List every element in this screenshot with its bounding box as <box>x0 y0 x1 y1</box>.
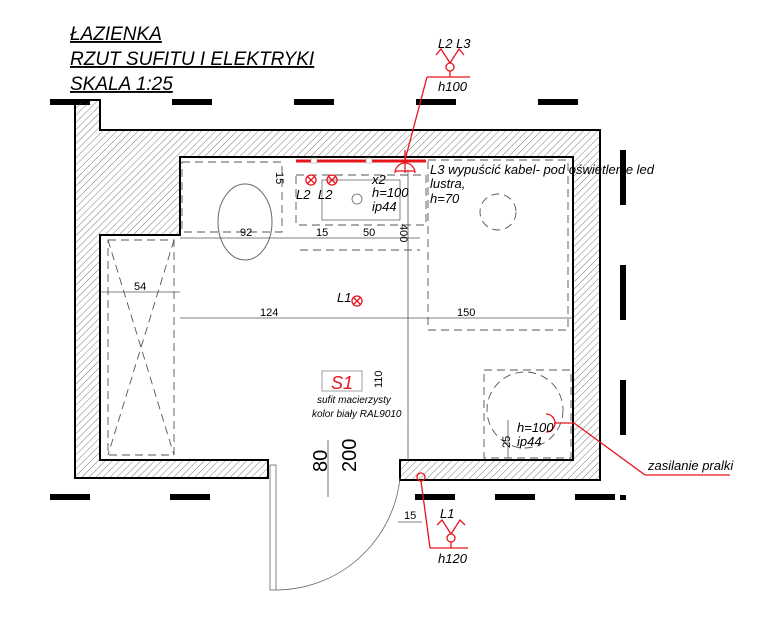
dim-200: 200 <box>339 439 361 472</box>
switch-bottom-height: h120 <box>438 551 468 566</box>
dimension-labels: 15 92 15 50 400 54 124 150 110 80 200 25… <box>134 172 513 522</box>
light-l2b-icon <box>326 174 338 186</box>
switch-top-icon <box>404 47 470 161</box>
sink-outlet-count: x2 <box>371 172 387 187</box>
sink-cabinet <box>295 174 427 251</box>
title-plan: RZUT SUFITU I ELEKTRYKI <box>70 49 315 70</box>
title-scale: SKALA 1:25 <box>70 74 173 95</box>
dim-124: 124 <box>260 307 278 319</box>
label-l1: L1 <box>337 290 351 305</box>
dim-400: 400 <box>397 224 409 242</box>
l3-note-line3: h=70 <box>430 191 460 206</box>
shower <box>107 239 175 456</box>
switch-top-label: L2 L3 <box>438 36 471 51</box>
title-room: ŁAZIENKA <box>70 24 162 45</box>
dim-54: 54 <box>134 281 146 293</box>
led-strip <box>296 157 426 164</box>
washer-ip: ip44 <box>517 434 542 449</box>
washing-machine <box>483 369 572 459</box>
l3-note-line1: L3 wypuścić kabel- pod oświetlenie led <box>430 162 655 177</box>
dim-50: 50 <box>363 227 375 239</box>
switch-bottom-icon <box>416 472 468 549</box>
dim-92: 92 <box>240 227 252 239</box>
l3-note-line2: lustra, <box>430 176 465 191</box>
dim-25: 25 <box>501 436 513 448</box>
ceiling-desc: sufit macierzysty <box>317 395 392 406</box>
ceiling-color: kolor biały RAL9010 <box>312 409 402 420</box>
washer-callout: zasilanie pralki <box>647 458 734 473</box>
light-l2a-icon <box>305 174 317 186</box>
label-l2a: L2 <box>296 187 311 202</box>
ceiling-code-box <box>321 370 363 392</box>
switch-top-height: h100 <box>438 79 468 94</box>
toilet <box>181 161 283 261</box>
washer-height: h=100 <box>517 420 554 435</box>
l3-outlet-icon <box>394 150 416 174</box>
dim-15-mid: 15 <box>316 227 328 239</box>
title-block: ŁAZIENKA RZUT SUFITU I ELEKTRYKI SKALA 1… <box>70 24 315 95</box>
cabinet-right <box>427 159 569 331</box>
dim-150: 150 <box>457 307 475 319</box>
dim-110: 110 <box>373 370 385 388</box>
washer-outlet-icon <box>545 413 730 476</box>
switch-bottom-label: L1 <box>440 506 454 521</box>
light-l1-icon <box>351 295 363 307</box>
door <box>269 464 401 591</box>
sink-outlet-height: h=100 <box>372 185 409 200</box>
dimension-lines <box>100 170 573 523</box>
ceiling-outline-dashes <box>50 99 626 500</box>
dim-15-top: 15 <box>273 172 285 184</box>
dim-80: 80 <box>310 450 332 472</box>
ceiling-code: S1 <box>331 373 353 393</box>
sink-outlet-ip: ip44 <box>372 199 397 214</box>
walls <box>74 99 601 481</box>
label-l2b: L2 <box>318 187 333 202</box>
dim-15-bottom: 15 <box>404 510 416 522</box>
